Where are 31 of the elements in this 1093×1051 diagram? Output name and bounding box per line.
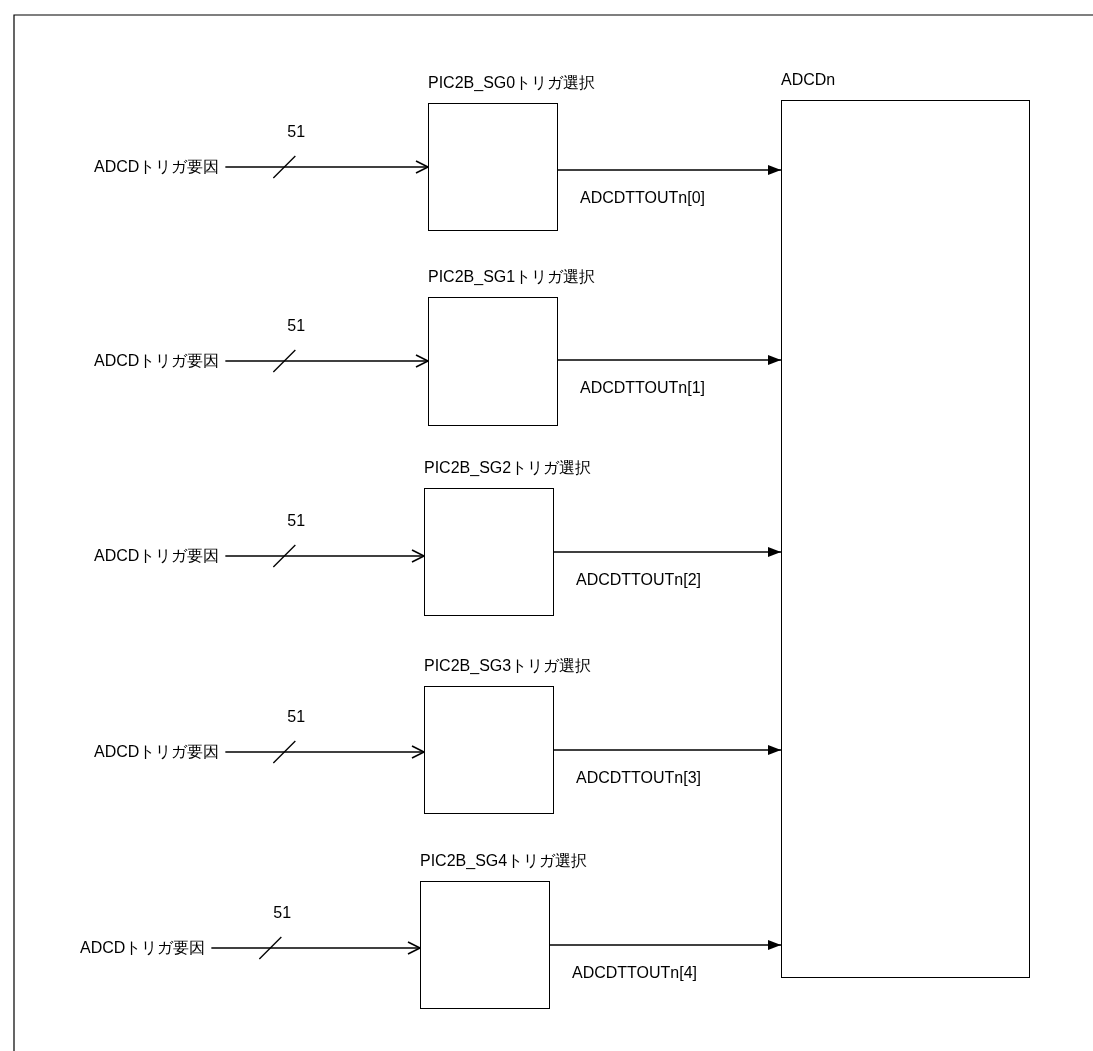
block-title: PIC2B_SG3トリガ選択 [424,656,592,676]
edge-label: ADCDTTOUTn[3] [576,768,702,788]
arrow [553,745,782,755]
block-title: PIC2B_SG2トリガ選択 [424,458,592,478]
edge-label: ADCDTTOUTn[2] [576,570,702,590]
signal-label: ADCDトリガ要因 [94,546,220,566]
edge-label: ADCDTTOUTn[1] [580,378,706,398]
edge-label: ADCDTTOUTn[4] [572,963,698,983]
arrow [224,160,429,174]
arrow [224,354,429,368]
signal-label: ADCDトリガ要因 [94,157,220,177]
bus-width-label: 51 [287,511,306,531]
arrow [549,940,782,950]
signal-label: ADCDトリガ要因 [80,938,206,958]
bus-width-label: 51 [273,903,292,923]
block-title: PIC2B_SG0トリガ選択 [428,73,596,93]
arrow [210,941,421,955]
arrow [553,547,782,557]
block-title: PIC2B_SG4トリガ選択 [420,851,588,871]
bus-width-label: 51 [287,122,306,142]
block-title: PIC2B_SG1トリガ選択 [428,267,596,287]
bus-width-label: 51 [287,316,306,336]
block-title: ADCDn [781,70,836,90]
arrow [224,745,425,759]
signal-label: ADCDトリガ要因 [94,351,220,371]
arrow [224,549,425,563]
bus-width-label: 51 [287,707,306,727]
signal-label: ADCDトリガ要因 [94,742,220,762]
arrow [557,355,782,365]
edge-label: ADCDTTOUTn[0] [580,188,706,208]
arrow [557,165,782,175]
